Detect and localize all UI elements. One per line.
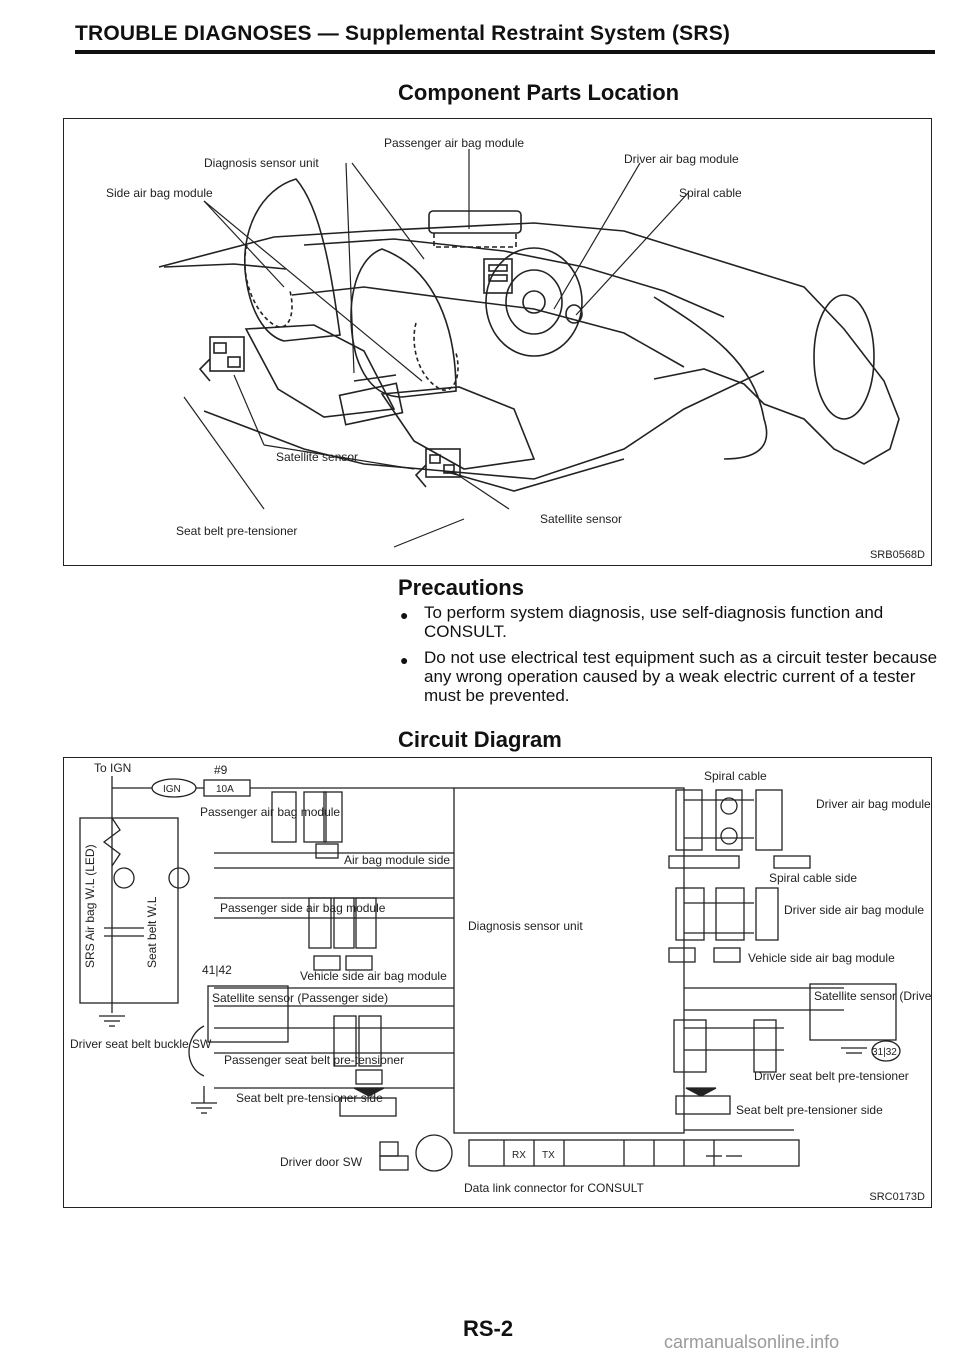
label-srs-warning-light: SRS Air bag W.L (LED): [83, 844, 97, 968]
label-rx: RX: [512, 1150, 526, 1161]
circuit-diagram-figure: To IGN IGN #9 10A SRS Air bag W.L (LED) …: [63, 757, 932, 1208]
label-data-link-connector: Data link connector for CONSULT: [464, 1181, 645, 1195]
circuit-diagram-title: Circuit Diagram: [398, 727, 562, 752]
label-air-bag-module-side: Air bag module side: [344, 853, 450, 867]
figure-code: SRC0173D: [869, 1191, 925, 1203]
component-parts-title: Component Parts Location: [398, 80, 680, 105]
component-location-figure: Passenger air bag module Diagnosis senso…: [63, 118, 932, 566]
header-rule: [75, 50, 935, 54]
precaution-item: ● To perform system diagnosis, use self-…: [398, 603, 938, 641]
page-header: TROUBLE DIAGNOSES — Supplemental Restrai…: [75, 22, 731, 45]
label-connector-3132: 31|32: [872, 1047, 897, 1058]
label-seat-belt-pretensioner-side-left: Seat belt pre-tensioner side: [236, 1091, 383, 1105]
precaution-text: Do not use electrical test equipment suc…: [424, 648, 938, 705]
label-connector-4142: 41|42: [202, 963, 232, 977]
label-passenger-air-bag-module: Passenger air bag module: [384, 136, 524, 150]
label-diagnosis-sensor-unit: Diagnosis sensor unit: [204, 156, 319, 170]
label-passenger-seat-belt-pretensioner: Passenger seat belt pre-tensioner: [224, 1053, 404, 1067]
label-vehicle-side-air-bag-module-left: Vehicle side air bag module: [300, 969, 447, 983]
label-satellite-sensor-left: Satellite sensor: [276, 450, 358, 464]
label-to-ign: To IGN: [94, 761, 131, 775]
page-number: RS-2: [463, 1316, 514, 1341]
precaution-text: To perform system diagnosis, use self-di…: [424, 603, 884, 641]
label-seat-belt-warning-light: Seat belt W.L: [145, 896, 159, 968]
label-vehicle-side-air-bag-module-right: Vehicle side air bag module: [748, 951, 895, 965]
label-ign: IGN: [163, 784, 181, 795]
label-spiral-cable: Spiral cable: [704, 769, 767, 783]
label-diagnosis-sensor-unit: Diagnosis sensor unit: [468, 919, 583, 933]
precautions-title: Precautions: [398, 575, 524, 600]
figure-code: SRB0568D: [869, 549, 925, 561]
label-seat-belt-pretensioner: Seat belt pre-tensioner: [176, 524, 297, 538]
precaution-item: ● Do not use electrical test equipment s…: [398, 648, 938, 705]
label-fuse-rating: 10A: [216, 784, 234, 795]
label-fuse-number: #9: [214, 763, 228, 777]
label-tx: TX: [542, 1150, 555, 1161]
circuit-diagram-drawing: To IGN IGN #9 10A SRS Air bag W.L (LED) …: [70, 761, 931, 1195]
label-side-air-bag-module: Side air bag module: [106, 186, 213, 200]
label-driver-seat-belt-buckle-sw: Driver seat belt buckle SW: [70, 1037, 212, 1051]
car-interior-drawing: Passenger air bag module Diagnosis senso…: [106, 136, 900, 548]
label-seat-belt-pretensioner-side-right: Seat belt pre-tensioner side: [736, 1103, 883, 1117]
watermark: carmanualsonline.info: [664, 1332, 840, 1352]
label-satellite-sensor-right: Satellite sensor: [540, 512, 622, 526]
label-passenger-air-bag-module: Passenger air bag module: [200, 805, 340, 819]
label-spiral-cable: Spiral cable: [679, 186, 742, 200]
label-satellite-sensor-driver: Satellite sensor (Driver side): [814, 989, 931, 1003]
label-driver-air-bag-module: Driver air bag module: [816, 797, 931, 811]
precautions-list: ● To perform system diagnosis, use self-…: [398, 603, 938, 705]
label-driver-air-bag-module: Driver air bag module: [624, 152, 739, 166]
label-driver-door-sw: Driver door SW: [280, 1155, 363, 1169]
label-spiral-cable-side: Spiral cable side: [769, 871, 857, 885]
label-driver-seat-belt-pretensioner: Driver seat belt pre-tensioner: [754, 1069, 909, 1083]
bullet-icon: ●: [400, 652, 409, 668]
label-satellite-sensor-passenger: Satellite sensor (Passenger side): [212, 991, 388, 1005]
label-passenger-side-air-bag-module: Passenger side air bag module: [220, 901, 386, 915]
bullet-icon: ●: [400, 607, 409, 623]
label-driver-side-air-bag-module: Driver side air bag module: [784, 903, 924, 917]
